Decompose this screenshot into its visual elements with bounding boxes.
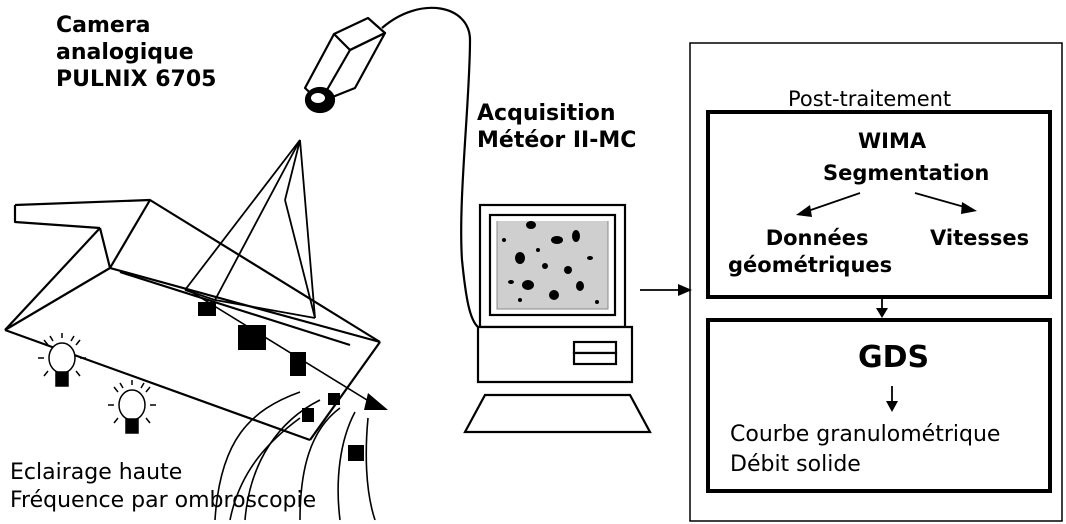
gds-box: [706, 318, 1052, 493]
wima-title: WIMA: [858, 129, 927, 153]
flow-lines: [184, 287, 381, 521]
acquisition-label-line1: Acquisition: [477, 101, 616, 126]
light-bulb-icon: [38, 333, 86, 387]
arrow-gds-results: [886, 386, 898, 412]
lighting-label-line1: Eclairage haute: [10, 460, 183, 485]
screen-particles: [502, 221, 599, 304]
vitesses-label: Vitesses: [930, 226, 1030, 250]
gds-title: GDS: [858, 340, 930, 375]
gds-results: Courbe granulométrique Débit solide: [730, 420, 1000, 480]
gds-results-line2: Débit solide: [730, 452, 861, 477]
segmentation-label: Segmentation: [823, 161, 990, 185]
camera-label: Camera analogique PULNIX 6705: [56, 12, 216, 93]
camera-label-line1: Camera: [56, 13, 151, 38]
camera-cable: [381, 6, 479, 328]
post-processing-title: Post-traitement: [788, 87, 952, 111]
wima-box: [706, 110, 1052, 299]
donnees-label-line2: géométriques: [728, 253, 893, 277]
lighting-label-line2: Fréquence par ombroscopie: [10, 488, 317, 513]
donnees-label-line1: Données: [765, 226, 869, 250]
post-processing-panel: [689, 42, 1063, 522]
computer-icon: [463, 203, 652, 434]
flow-arrow-icon: [364, 393, 388, 410]
camera-icon: [303, 16, 387, 114]
acquisition-label-line2: Météor II-MC: [477, 128, 637, 153]
arrow-wima-to-gds: [876, 298, 888, 318]
acquisition-label: Acquisition Météor II-MC: [477, 100, 636, 154]
camera-label-line2: analogique: [56, 40, 194, 65]
donnees-label: Données géométriques: [728, 225, 892, 279]
lighting-label: Eclairage haute Fréquence par ombroscopi…: [10, 459, 316, 515]
camera-field-of-view: [184, 139, 316, 319]
camera-label-line3: PULNIX 6705: [56, 67, 217, 92]
gds-results-line1: Courbe granulométrique: [730, 422, 1001, 447]
flume: [4, 198, 381, 442]
particles: [198, 302, 364, 461]
arrow-to-post-processing: [640, 284, 692, 296]
light-bulb-icon: [108, 380, 156, 434]
segmentation-arrows: [804, 192, 969, 213]
